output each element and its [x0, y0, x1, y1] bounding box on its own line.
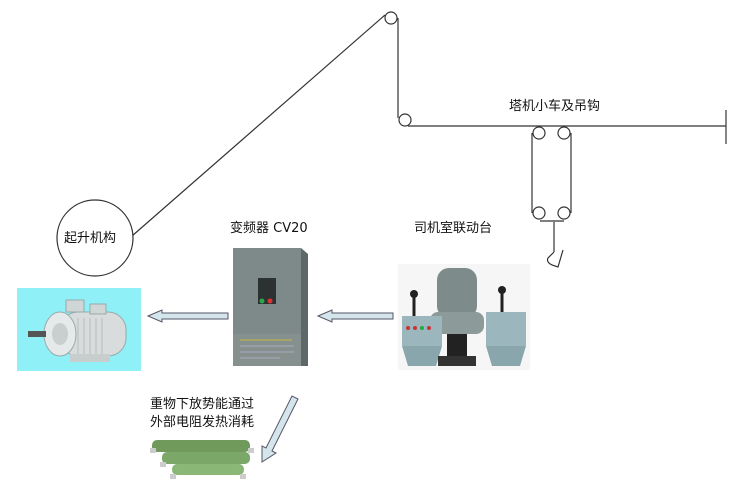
inverter-image: [233, 248, 308, 366]
trolley-pulley-tl: [532, 126, 546, 140]
cab-console-image: [398, 264, 530, 370]
trolley-pulley-br: [557, 206, 571, 220]
trolley-pulley-tr: [557, 126, 571, 140]
rope-hoist-to-top-pulley: [131, 14, 386, 237]
arrow-console-to-inverter: [316, 309, 394, 323]
energy-note-line2: 外部电阻发热消耗: [150, 415, 255, 430]
hoist-mechanism-circle: [56, 199, 134, 277]
cab-console-label: 司机室联动台: [414, 221, 493, 236]
top-pulley: [384, 11, 398, 25]
arrow-inverter-to-resistor: [261, 395, 299, 463]
trolley-pulley-bl: [532, 206, 546, 220]
inverter-label: 变频器 CV20: [230, 221, 308, 236]
trolley-and-hook-label: 塔机小车及吊钩: [509, 99, 601, 114]
hoist-mechanism-label: 起升机构: [64, 231, 117, 246]
motor-image: [17, 288, 141, 371]
energy-note-line1: 重物下放势能通过: [150, 397, 255, 412]
jib-pulley: [398, 113, 412, 127]
hook-icon: [546, 249, 564, 268]
braking-resistor-image: [150, 440, 254, 479]
arrow-inverter-to-motor: [146, 309, 229, 323]
